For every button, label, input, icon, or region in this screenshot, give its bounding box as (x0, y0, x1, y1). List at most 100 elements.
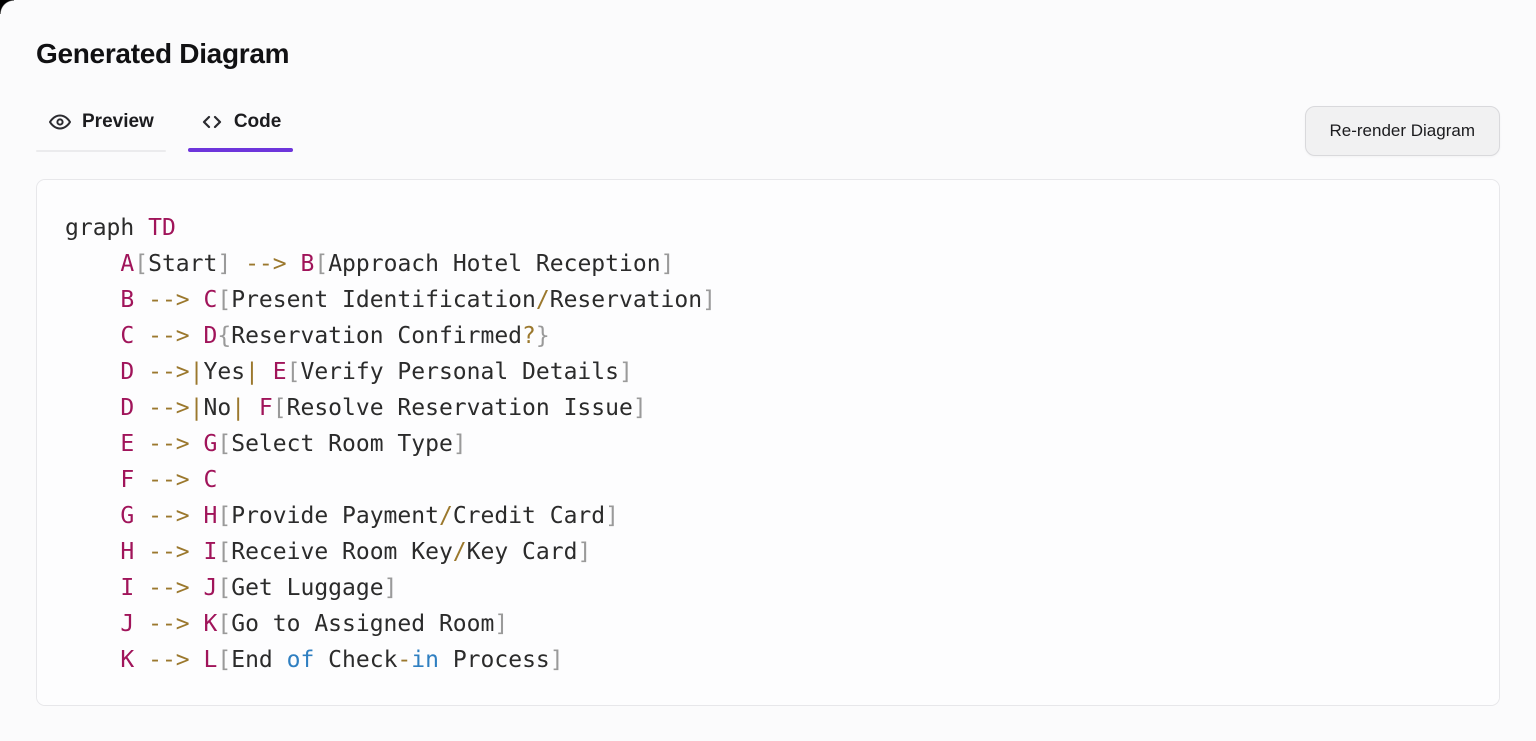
code-token-node: J (120, 611, 135, 637)
code-token-bracket: ] (549, 647, 564, 673)
code-token-node: E (120, 431, 135, 457)
code-line: D -->|No| F[Resolve Reservation Issue] (65, 390, 1471, 426)
code-token-plain (134, 287, 148, 313)
code-token-plain: Key Card (466, 539, 578, 565)
code-token-operator: - (397, 647, 412, 673)
code-token-node: K (203, 611, 218, 637)
tab-preview-label: Preview (82, 111, 154, 132)
code-token-plain (65, 503, 120, 529)
code-token-node: G (203, 431, 218, 457)
code-token-plain (134, 431, 148, 457)
code-token-plain (287, 251, 301, 277)
code-token-node: H (203, 503, 218, 529)
code-token-plain (134, 323, 148, 349)
code-token-plain: Verify Personal Details (300, 359, 619, 385)
code-token-node: D (120, 395, 135, 421)
code-token-plain (190, 431, 204, 457)
code-token-plain: Resolve Reservation Issue (286, 395, 633, 421)
code-token-plain: End (231, 647, 287, 673)
code-token-bracket: ] (494, 611, 509, 637)
tab-preview[interactable]: Preview (36, 110, 166, 152)
code-token-bracket: ] (605, 503, 619, 529)
code-token-operator: --> (148, 575, 190, 601)
code-token-bracket: [ (217, 575, 232, 601)
rerender-diagram-button[interactable]: Re-render Diagram (1304, 106, 1500, 156)
code-line: C --> D{Reservation Confirmed?} (65, 318, 1471, 354)
code-token-node: D (203, 323, 218, 349)
code-token-bracket: [ (286, 359, 301, 385)
code-token-plain (190, 575, 204, 601)
code-token-plain: Present Identification (231, 287, 536, 313)
code-content: graph TD A[Start] --> B[Approach Hotel R… (65, 210, 1471, 678)
code-line: D -->|Yes| E[Verify Personal Details] (65, 354, 1471, 390)
code-token-plain: Yes (203, 359, 246, 385)
code-token-bracket: [ (314, 251, 329, 277)
code-token-node: C (203, 467, 218, 493)
code-token-plain: Credit Card (452, 503, 606, 529)
code-token-plain (65, 323, 120, 349)
code-token-plain (190, 467, 204, 493)
code-token-operator: / (452, 539, 467, 565)
code-token-bracket: [ (217, 431, 232, 457)
code-token-bracket: ] (452, 431, 467, 457)
code-token-plain: Reservation Confirmed (231, 323, 523, 349)
code-token-plain (65, 431, 120, 457)
code-token-plain (65, 647, 120, 673)
code-token-plain (190, 611, 204, 637)
code-token-operator: --> (148, 647, 190, 673)
code-token-plain (134, 503, 148, 529)
code-token-operator: | (231, 395, 246, 421)
code-token-plain (134, 539, 148, 565)
code-token-plain: graph (65, 215, 149, 241)
code-token-plain (231, 251, 245, 277)
code-token-plain: Approach Hotel Reception (328, 251, 661, 277)
code-token-plain (65, 395, 120, 421)
code-token-plain (190, 539, 204, 565)
tab-bar: Preview Code (36, 110, 1500, 152)
code-token-node: G (120, 503, 135, 529)
code-brackets-icon (200, 110, 224, 134)
code-editor-card: graph TD A[Start] --> B[Approach Hotel R… (36, 179, 1500, 706)
code-token-bracket: ] (577, 539, 592, 565)
code-token-bracket: ] (217, 251, 232, 277)
code-token-operator: / (535, 287, 550, 313)
code-line: K --> L[End of Check-in Process] (65, 642, 1471, 678)
code-token-node: K (120, 647, 135, 673)
code-token-node: E (272, 359, 287, 385)
code-token-bracket: { (217, 323, 232, 349)
tab-code[interactable]: Code (187, 110, 294, 152)
code-token-plain: No (203, 395, 232, 421)
code-line: I --> J[Get Luggage] (65, 570, 1471, 606)
code-token-node: C (120, 323, 135, 349)
code-token-bracket: } (535, 323, 550, 349)
code-token-operator: --> (148, 503, 190, 529)
code-token-plain (65, 467, 120, 493)
code-token-operator: --> (148, 287, 190, 313)
code-token-operator: --> (148, 611, 190, 637)
code-token-plain (65, 611, 120, 637)
code-token-plain: Process (438, 647, 550, 673)
code-line: B --> C[Present Identification/Reservati… (65, 282, 1471, 318)
code-token-plain (190, 287, 204, 313)
code-token-plain (65, 359, 120, 385)
code-token-plain: Provide Payment (231, 503, 439, 529)
code-token-node: I (120, 575, 135, 601)
code-token-node: A (120, 251, 135, 277)
code-token-operator: --> (245, 251, 287, 277)
code-token-bracket: [ (134, 251, 149, 277)
code-token-operator: | (245, 359, 259, 385)
code-token-bracket: [ (272, 395, 287, 421)
page-title: Generated Diagram (36, 38, 290, 69)
code-token-plain: Receive Room Key (231, 539, 453, 565)
code-token-plain (65, 287, 120, 313)
code-token-bracket: ] (660, 251, 675, 277)
code-token-plain (134, 611, 148, 637)
code-token-plain (65, 575, 120, 601)
code-token-plain (190, 503, 204, 529)
code-token-plain: Go to Assigned Room (231, 611, 495, 637)
code-line: E --> G[Select Room Type] (65, 426, 1471, 462)
code-token-node: TD (148, 215, 176, 241)
code-token-bracket: [ (217, 611, 232, 637)
code-line: G --> H[Provide Payment/Credit Card] (65, 498, 1471, 534)
